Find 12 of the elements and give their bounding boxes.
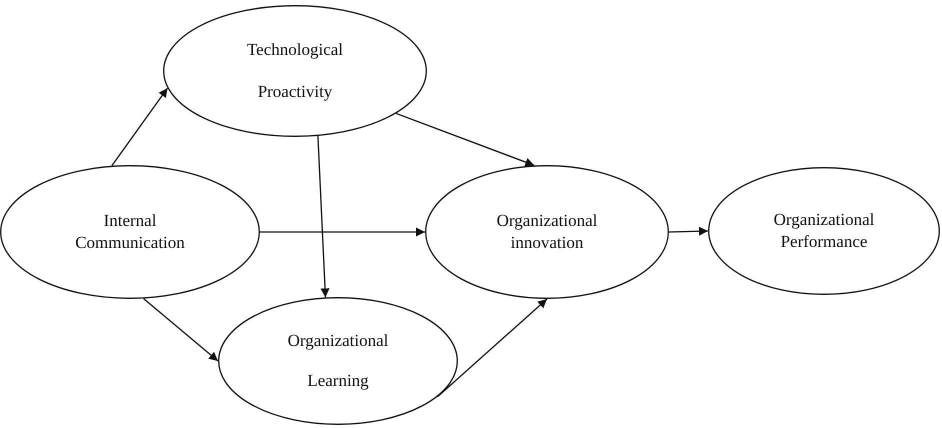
arrow bbox=[396, 112, 534, 166]
arrow bbox=[260, 228, 425, 236]
node-label: Organizational innovation bbox=[496, 210, 598, 254]
arrow bbox=[111, 88, 168, 166]
node-label: Technological Proactivity bbox=[246, 39, 344, 103]
arrow bbox=[143, 298, 218, 362]
arrow bbox=[437, 298, 548, 398]
node-label: Internal Communication bbox=[74, 210, 186, 254]
arrow bbox=[668, 226, 708, 236]
node-label: Organizational Learning bbox=[286, 330, 390, 392]
arrow bbox=[317, 136, 330, 298]
node-label: Organizational Performance bbox=[772, 209, 876, 253]
